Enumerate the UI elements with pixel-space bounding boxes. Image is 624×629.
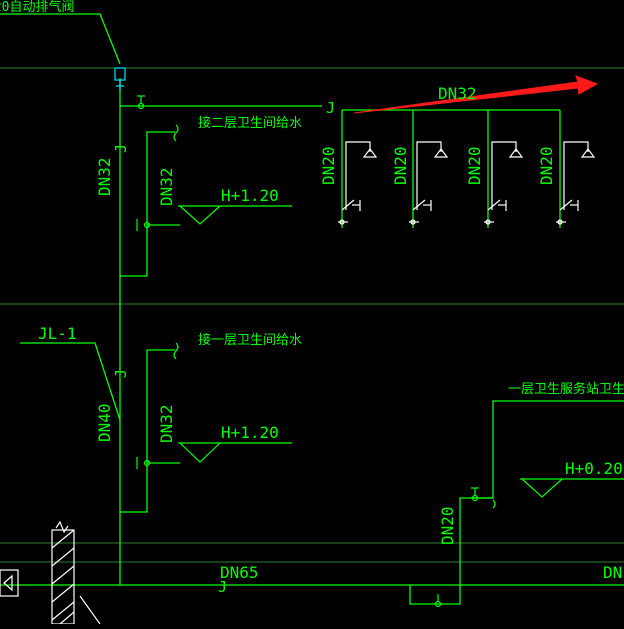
note-floor1-supply: 接一层卫生间给水: [198, 332, 302, 348]
fixture-2-icon: [409, 141, 449, 225]
pipe-network: [0, 13, 624, 605]
red-arrow-annotation: [353, 75, 599, 114]
fixture-3-icon: [484, 141, 524, 225]
flex-mark-upper: [173, 124, 179, 142]
label-h-right: H+0.20: [565, 459, 623, 478]
valve-lower-branch: [143, 459, 151, 467]
service-branch: [459, 400, 624, 585]
label-h-upper: H+1.20: [221, 186, 279, 205]
flex-mark-service: [492, 499, 496, 509]
label-j-1: J: [326, 99, 335, 117]
label-dn20-fixture-4: DN20: [537, 146, 556, 185]
label-dn20-lower: DN20: [438, 506, 457, 545]
label-dn32-top: DN32: [438, 84, 477, 103]
note-service-station-supply: 一层卫生服务站卫生间给: [508, 381, 624, 397]
check-valve-box: [0, 569, 19, 597]
label-riser-id: JL-1: [38, 324, 77, 343]
valve-upper-riser: [137, 102, 145, 110]
air-valve-icon: [114, 67, 126, 90]
label-dn32-branch-lower: DN32: [157, 404, 176, 443]
upper-branch-loop: [120, 131, 175, 277]
wall-break-mark: [55, 520, 69, 534]
level-triangle-right: [521, 478, 563, 498]
lower-branch-loop: [120, 349, 175, 513]
level-marks: [178, 205, 624, 498]
label-dn20-fixture-3: DN20: [465, 146, 484, 185]
label-j-4: J: [218, 578, 227, 596]
label-dn32-branch-upper: DN32: [157, 167, 176, 206]
labels: X20自动排气阀 DN32 J J J J DN32 DN32 DN32 DN4…: [0, 0, 624, 596]
flex-mark-lower: [173, 342, 179, 360]
valve-service-drain: [434, 600, 442, 608]
valve-service: [471, 494, 479, 502]
wall-section: [0, 520, 101, 625]
label-j-2: J: [112, 144, 130, 153]
level-triangle-lower: [179, 442, 221, 463]
valves: [136, 95, 496, 608]
floor-lines: [0, 67, 624, 563]
air-valve-leader: [0, 13, 121, 65]
level-triangle-upper: [179, 205, 221, 225]
label-dn20-fixture-1: DN20: [319, 146, 338, 185]
riser-id-leader: [20, 342, 121, 421]
wall-diagonal: [79, 595, 101, 625]
valve-upper-branch: [143, 221, 151, 229]
label-dn32-riser: DN32: [95, 157, 114, 196]
label-h-lower: H+1.20: [221, 423, 279, 442]
label-dn65: DN65: [220, 563, 259, 582]
label-j-3: J: [112, 369, 130, 378]
check-valve-icon: [3, 574, 13, 592]
air-valve-caption: X20自动排气阀: [0, 0, 74, 15]
label-dn20-fixture-2: DN20: [391, 146, 410, 185]
service-drain-loop: [409, 585, 461, 605]
fixture-1-icon: [338, 141, 378, 225]
fixtures: [338, 141, 596, 225]
note-floor2-supply: 接二层卫生间给水: [198, 115, 302, 131]
label-dn40: DN40: [95, 403, 114, 442]
label-dn-right: DN: [603, 563, 622, 582]
wall-hatch-outline: [51, 529, 75, 625]
fixture-4-icon: [556, 141, 596, 225]
